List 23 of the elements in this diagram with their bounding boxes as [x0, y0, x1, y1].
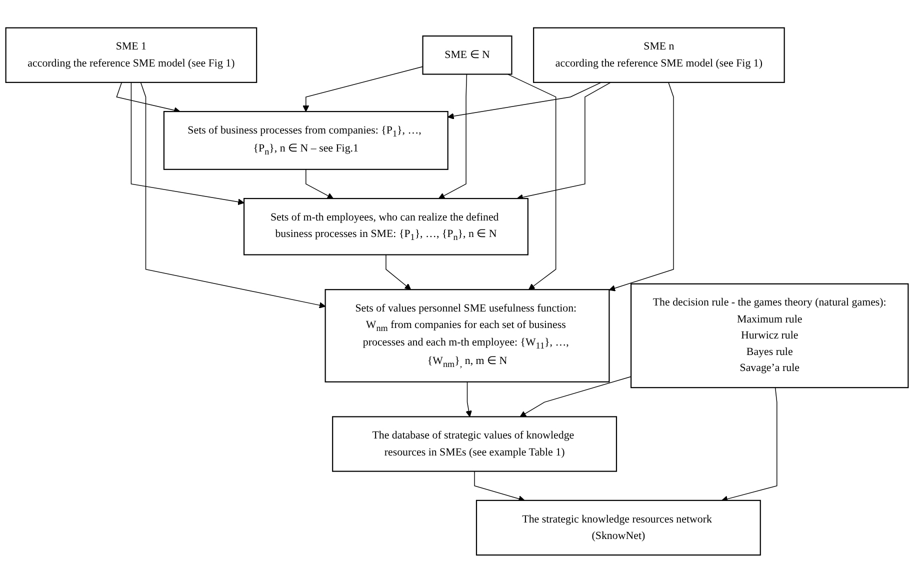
arrow [386, 254, 412, 290]
arrow [438, 74, 468, 199]
arrow [448, 82, 602, 120]
arrow [116, 82, 180, 114]
arrow [130, 82, 244, 206]
arrow [466, 382, 472, 418]
node-box: The strategic knowledge resources network (SknowNet) [476, 500, 761, 556]
arrow [140, 82, 326, 308]
arrow [721, 387, 778, 502]
arrow [608, 82, 674, 292]
node-box: The database of strategic values of knowledge resources in SMEs (see example Table 1) [332, 416, 618, 472]
node-box: SME ∈ N [422, 36, 512, 75]
node-box: The decision rule - the games theory (natural games): Maximum rule Hurwicz rule Bayes rule Savage’a rule [630, 283, 909, 388]
arrow [520, 376, 632, 418]
arrow [474, 471, 525, 502]
arrow [507, 74, 556, 290]
node-box: Sets of business processes from companies: {P$_{1}$}, …, {P$_{n}$}, n ∈ N – see Fig.1 [163, 111, 448, 170]
node-box: Sets of values personnel SME usefulness function: W$_{nm}$ from companies for each set of business processes and each m-th employee: {W$_{11}$}, …, {W$_{nm}$}$_{,}$ n, m ∈ N [324, 289, 610, 382]
arrow [306, 169, 334, 199]
node-box: SME 1 according the reference SME model (see Fig 1) [5, 27, 258, 84]
node-box: Sets of m-th employees, who can realize the defined business processes in SME: {P$_{1}$}, …, {P$_{n}$}, n ∈ N [243, 198, 528, 256]
node-box: SME n according the reference SME model (see Fig 1) [533, 27, 785, 84]
arrow [302, 66, 424, 112]
